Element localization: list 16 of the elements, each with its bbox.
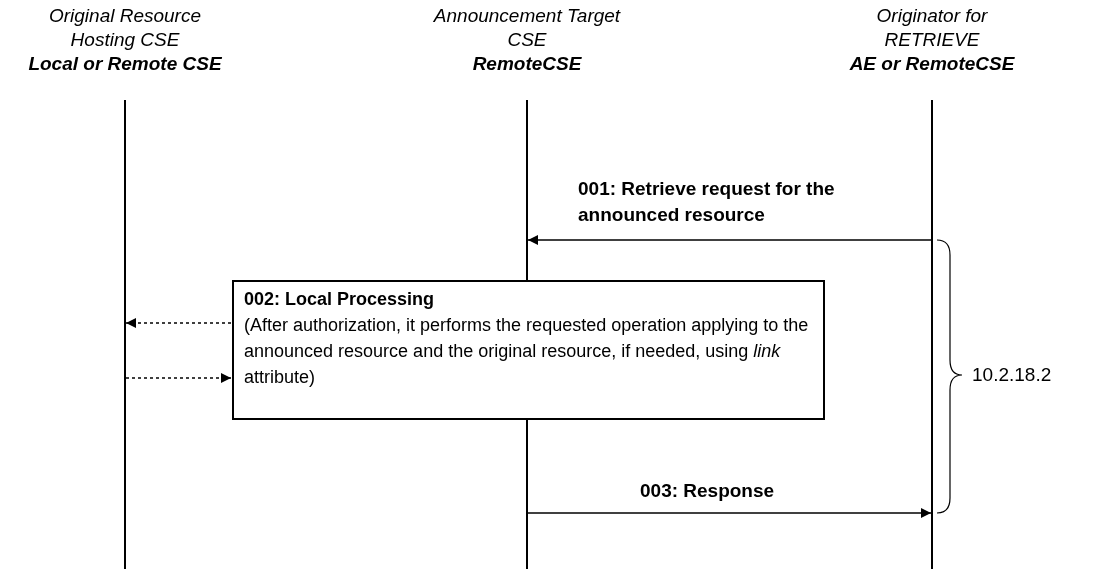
- dashed-arrow: [125, 318, 232, 328]
- lifeline-name: AE or RemoteCSE: [848, 52, 1016, 76]
- edge-label: 003: Response: [640, 479, 776, 503]
- dashed-arrow: [125, 373, 232, 383]
- lifeline-name: Local or Remote CSE: [27, 52, 223, 76]
- lifeline-title: Original Resource Hosting CSE: [47, 4, 203, 52]
- step-title: 002: Local Processing: [244, 288, 436, 311]
- lifeline-title: Announcement Target CSE: [432, 4, 622, 52]
- message-arrow: [527, 508, 932, 518]
- process-box: [232, 280, 825, 420]
- lifeline-title: Originator for RETRIEVE: [875, 4, 989, 52]
- section-reference: 10.2.18.2: [972, 363, 1052, 387]
- step-description: (After authorization, it performs the requested operation applying to the announced resource and the original resource, if needed, using link attribute): [244, 314, 810, 389]
- edge-label: 001: Retrieve request for the announced resource: [578, 177, 836, 227]
- message-arrow: [527, 235, 932, 245]
- lifeline-name: RemoteCSE: [471, 52, 583, 76]
